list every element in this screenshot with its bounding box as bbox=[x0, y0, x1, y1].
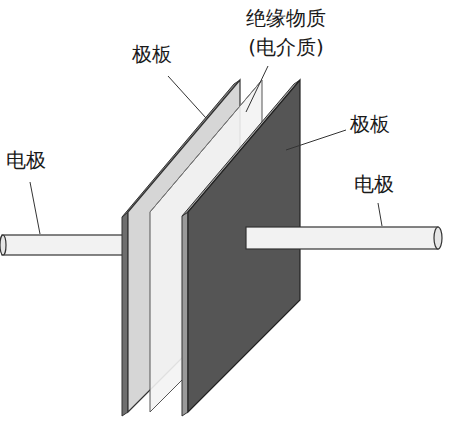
electrode-rod bbox=[2, 235, 130, 255]
plate-edge bbox=[122, 212, 128, 416]
part-label: 电极 bbox=[6, 146, 46, 175]
electrode-rod bbox=[246, 227, 438, 249]
part-label: 极板 bbox=[132, 40, 172, 69]
part-label: 电极 bbox=[354, 170, 394, 199]
rod-end bbox=[434, 227, 442, 249]
plate-edge bbox=[182, 212, 188, 416]
part-label: 极板 bbox=[350, 110, 390, 139]
leader-line bbox=[286, 130, 346, 150]
leader-line bbox=[168, 76, 206, 118]
rod-end bbox=[0, 235, 6, 255]
leader-line bbox=[378, 203, 382, 226]
part-label: 绝缘物质 (电介质) bbox=[240, 4, 332, 62]
leader-line bbox=[30, 182, 40, 234]
leader-line bbox=[246, 66, 268, 112]
